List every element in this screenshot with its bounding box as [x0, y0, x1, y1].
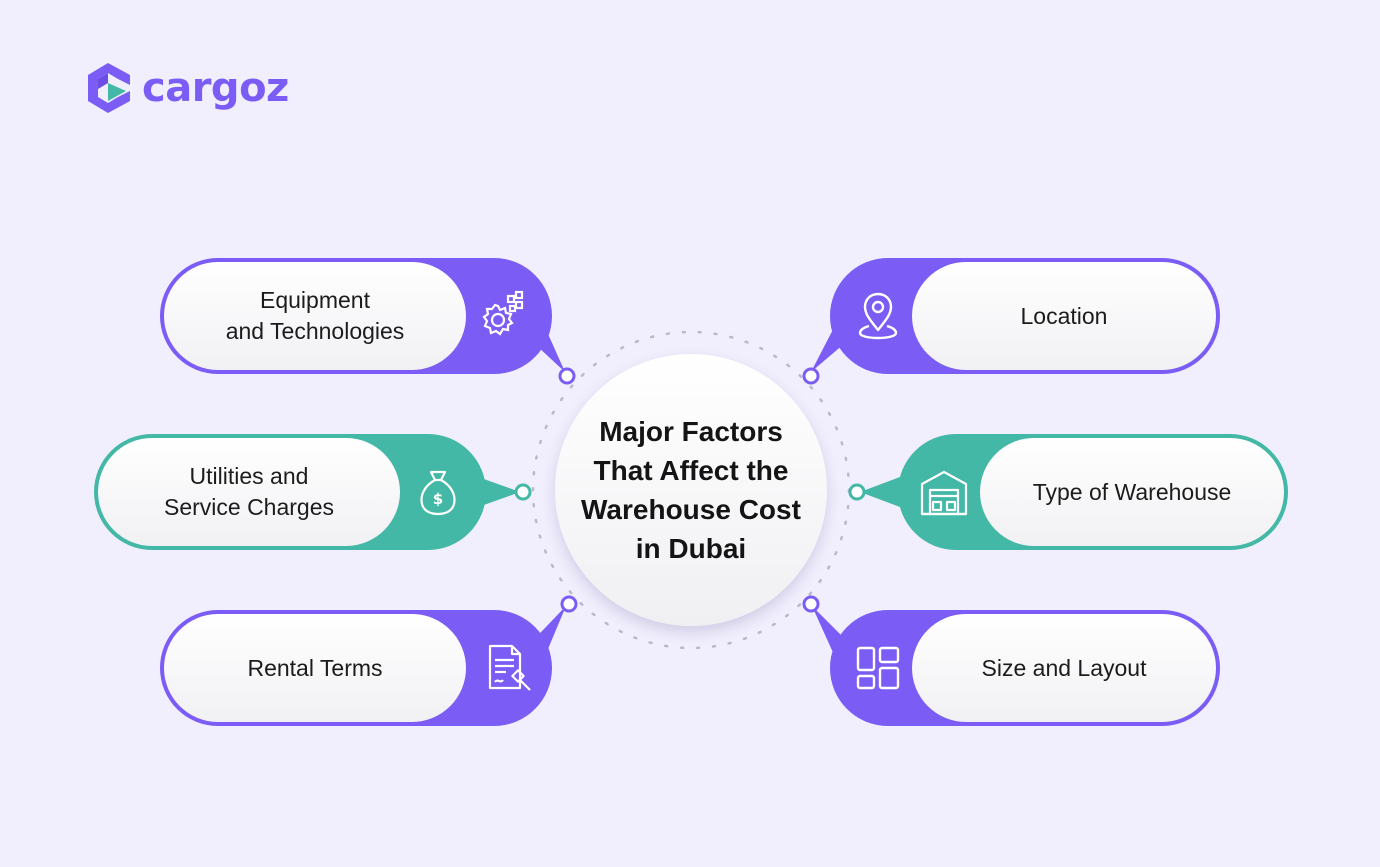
factor-size: Size and Layout [830, 610, 1220, 726]
factor-type-label-box: Type of Warehouse [980, 438, 1284, 546]
factor-utilities-label-box: Utilities and Service Charges [98, 438, 400, 546]
center-circle: Major Factors That Affect the Warehouse … [555, 354, 827, 626]
dot-equipment [558, 367, 576, 385]
money-bag-icon: $ [420, 470, 456, 516]
warehouse-icon [920, 470, 968, 516]
dot-location [802, 367, 820, 385]
factor-equipment-label: Equipment and Technologies [225, 287, 405, 344]
svg-text:$: $ [433, 490, 443, 508]
factor-location: Location [830, 258, 1220, 374]
contract-icon [488, 644, 531, 691]
brand-logo: cargoz [86, 60, 289, 116]
center-title: Major Factors That Affect the Warehouse … [581, 416, 801, 564]
tail-type [860, 474, 908, 510]
factor-type-label: Type of Warehouse [1032, 478, 1232, 505]
factor-rental: Rental Terms [160, 610, 552, 726]
gear-icon [482, 290, 524, 336]
factor-utilities-label: Utilities and Service Charges [163, 463, 335, 520]
factor-rental-label: Rental Terms [247, 654, 383, 681]
factor-location-label: Location [1020, 302, 1108, 329]
location-pin-icon [858, 292, 898, 340]
dot-size [802, 595, 820, 613]
layout-grid-icon [856, 646, 900, 690]
dot-type [848, 483, 866, 501]
factor-type: Type of Warehouse [898, 434, 1288, 550]
dot-utilities [514, 483, 532, 501]
factor-size-label-box: Size and Layout [912, 614, 1216, 722]
brand-name: cargoz [142, 65, 289, 111]
factor-location-label-box: Location [912, 262, 1216, 370]
factor-equipment-label-box: Equipment and Technologies [164, 262, 466, 370]
factor-size-label: Size and Layout [981, 654, 1147, 681]
factor-equipment: Equipment and Technologies [160, 258, 552, 374]
dot-rental [560, 595, 578, 613]
factor-rental-label-box: Rental Terms [164, 614, 466, 722]
cargoz-logo-icon [88, 63, 130, 113]
factor-utilities: Utilities and Service Charges $ [94, 434, 486, 550]
